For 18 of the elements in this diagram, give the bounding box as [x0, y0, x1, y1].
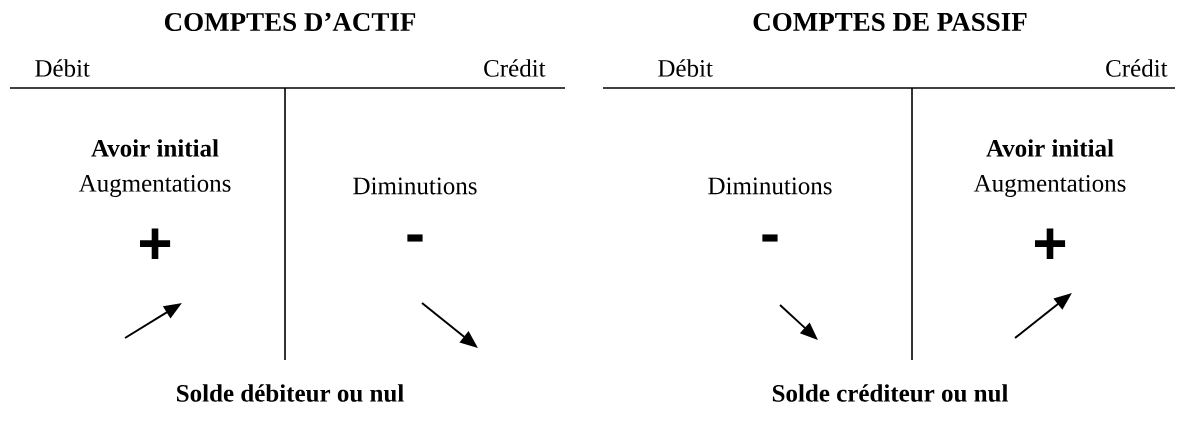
column-label: Crédit [484, 59, 546, 77]
balance-label: Solde débiteur ou nul [177, 384, 404, 402]
entry-label: Diminutions [708, 177, 832, 195]
entry-label: Diminutions [353, 177, 477, 195]
entry-heading: Avoir initial [91, 139, 219, 157]
column-label: Débit [35, 59, 90, 77]
account-heading: COMPTES D’ACTIF [164, 12, 416, 32]
entry-label: Augmentations [973, 175, 1126, 197]
column-label: Débit [658, 59, 713, 77]
account-heading: COMPTES DE PASSIF [753, 12, 1027, 32]
sign-symbol: + [1035, 228, 1066, 259]
sign-symbol: - [407, 234, 423, 242]
column-label: Crédit [1106, 59, 1168, 77]
entry-heading: Avoir initial [986, 139, 1114, 157]
entry-label: Augmentations [78, 175, 231, 197]
sign-symbol: + [140, 228, 171, 259]
sign-symbol: - [762, 234, 778, 242]
balance-label: Solde créditeur ou nul [772, 384, 1008, 402]
